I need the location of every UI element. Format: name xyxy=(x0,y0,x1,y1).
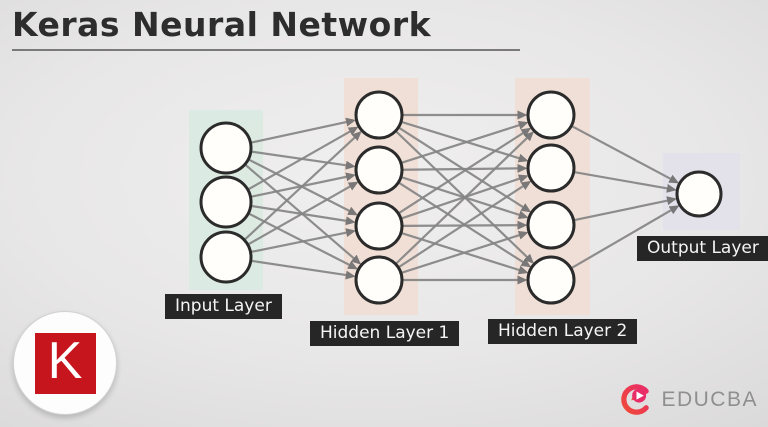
connection-hidden1-to-hidden2 xyxy=(402,163,528,173)
keras-logo-square: K xyxy=(34,332,96,394)
connection-hidden1-to-hidden2 xyxy=(395,131,535,265)
connection-input-to-hidden1 xyxy=(251,259,356,280)
connection-input-to-hidden1 xyxy=(251,204,356,226)
connection-hidden1-to-hidden2 xyxy=(401,232,529,275)
neuron-hidden2-2 xyxy=(526,143,576,193)
connection-hidden1-to-hidden2 xyxy=(401,120,529,164)
connection-hidden2-to-output xyxy=(571,205,680,269)
connection-lines xyxy=(244,110,680,285)
educba-swirl-icon xyxy=(621,384,650,415)
neuron-hidden2-3 xyxy=(526,200,576,250)
connection-hidden1-to-hidden2 xyxy=(401,174,529,220)
neuron-hidden2-4 xyxy=(526,255,576,305)
neuron-output-1 xyxy=(675,170,723,218)
neuron-input-1 xyxy=(199,121,253,175)
layer-label-input: Input Layer xyxy=(165,294,282,319)
neuron-hidden1-3 xyxy=(354,201,404,251)
connection-hidden1-to-hidden2 xyxy=(402,220,528,230)
educba-logo: EDUCBA xyxy=(619,382,758,417)
neuron-input-3 xyxy=(199,230,253,284)
connection-hidden1-to-hidden2 xyxy=(401,121,529,163)
neuron-hidden2-1 xyxy=(526,90,576,140)
connection-hidden1-to-hidden2 xyxy=(401,176,529,220)
neuron-hidden1-4 xyxy=(354,255,404,305)
connection-hidden1-to-hidden2 xyxy=(398,127,532,214)
neuron-hidden1-2 xyxy=(354,145,404,195)
keras-logo-letter: K xyxy=(47,332,83,390)
neuron-nodes xyxy=(199,90,723,305)
layer-label-hidden-1: Hidden Layer 1 xyxy=(310,321,460,346)
educba-wordmark: EDUCBA xyxy=(661,387,758,411)
connection-input-to-hidden1 xyxy=(244,130,362,241)
connection-hidden2-to-output xyxy=(574,171,677,193)
neuron-input-2 xyxy=(199,175,253,229)
layer-label-output: Output Layer xyxy=(637,236,768,261)
connection-hidden2-to-output xyxy=(574,196,677,222)
connection-hidden1-to-hidden2 xyxy=(395,130,535,264)
connection-hidden2-to-output xyxy=(571,125,680,184)
connection-hidden1-to-hidden2 xyxy=(398,180,532,268)
connection-hidden1-to-hidden2 xyxy=(398,127,532,213)
page-title: Keras Neural Network xyxy=(12,5,520,51)
connection-hidden1-to-hidden2 xyxy=(401,230,529,274)
connection-input-to-hidden1 xyxy=(248,181,359,246)
connection-input-to-hidden1 xyxy=(251,172,356,198)
connection-hidden1-to-hidden2 xyxy=(398,182,532,268)
connection-input-to-hidden1 xyxy=(251,150,356,170)
connection-input-to-hidden1 xyxy=(251,117,357,144)
neuron-hidden1-1 xyxy=(354,90,404,140)
layer-label-hidden-2: Hidden Layer 2 xyxy=(488,319,638,344)
connection-input-to-hidden1 xyxy=(248,212,359,270)
connection-input-to-hidden1 xyxy=(248,158,359,216)
keras-logo: K xyxy=(13,311,117,415)
connection-input-to-hidden1 xyxy=(251,228,356,253)
connection-input-to-hidden1 xyxy=(248,126,359,191)
